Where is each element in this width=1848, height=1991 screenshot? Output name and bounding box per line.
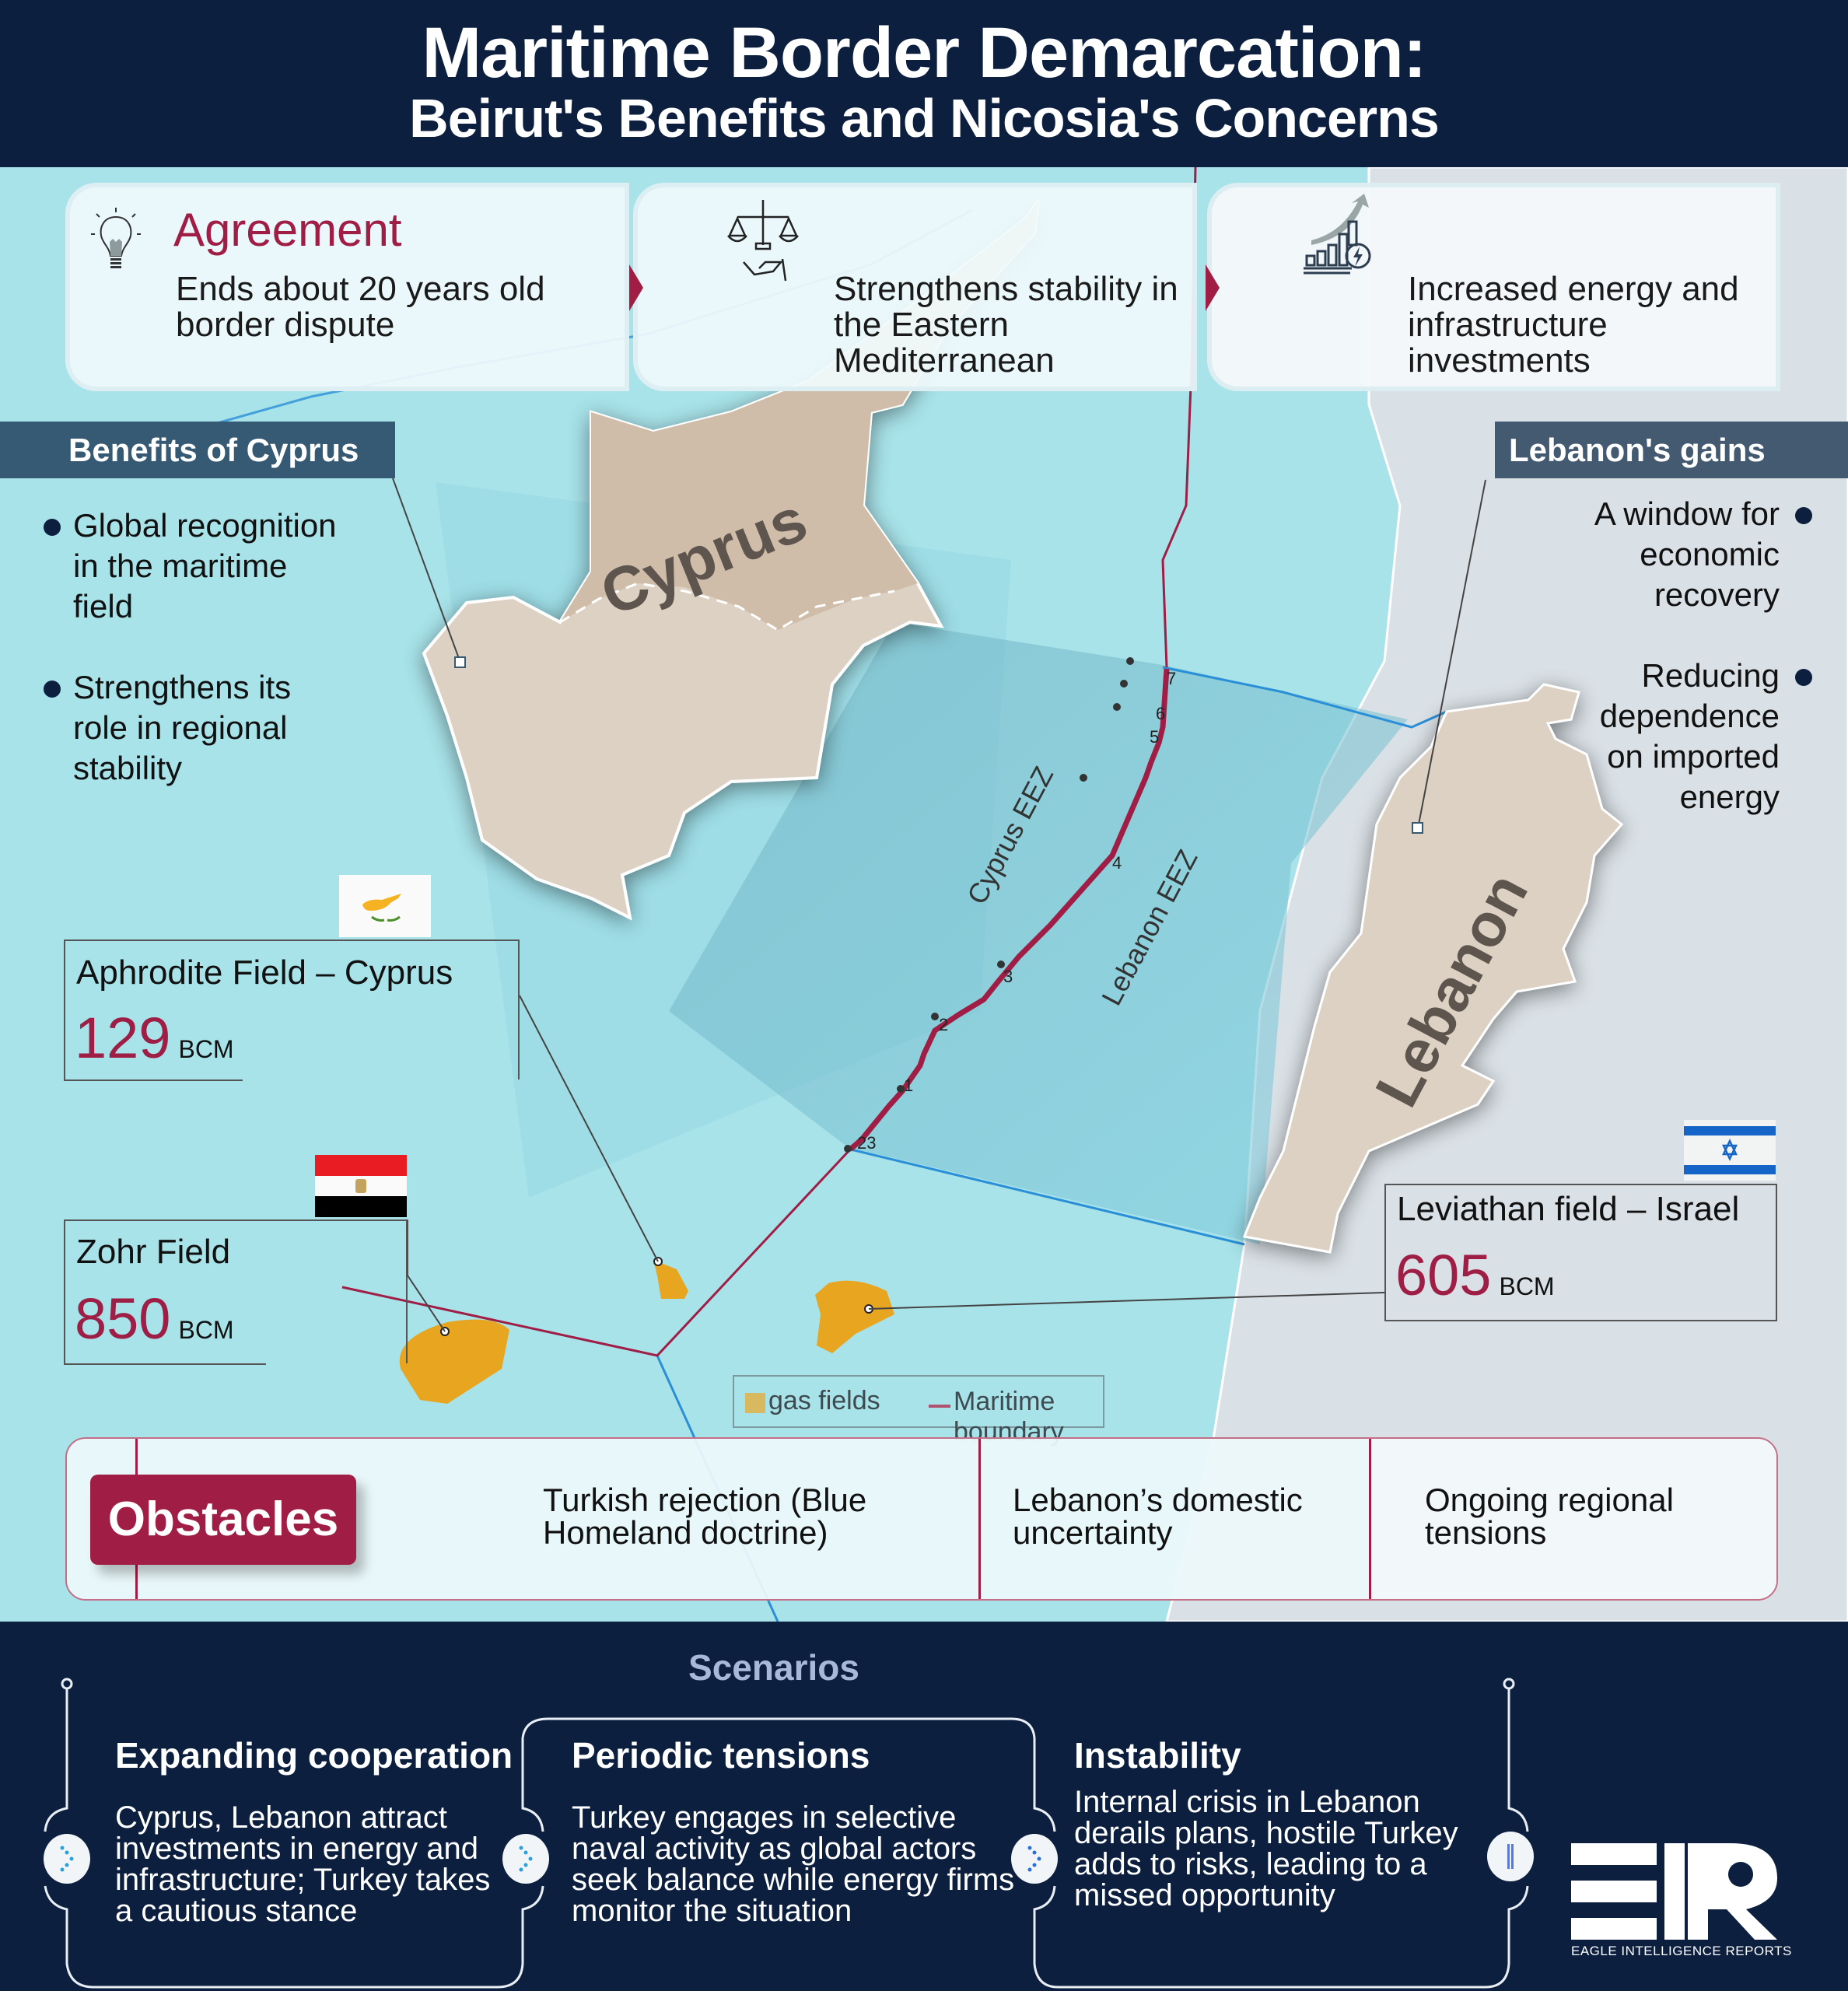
header: Maritime Border Demarcation: Beirut's Be… [0,0,1848,167]
list-item: Global recognition in the maritime field [44,506,339,627]
card-agreement: Agreement Ends about 20 years old border… [65,183,629,391]
card-text: Increased energy and infrastructure inve… [1408,270,1739,380]
bullet-icon [1795,507,1812,524]
chevron-right-icon [1206,264,1220,311]
chevron-node-icon [502,1834,549,1884]
boundary-point-4: 4 [1112,853,1122,873]
top-cards: Agreement Ends about 20 years old border… [65,183,1780,391]
brand-name: EAGLE INTELLIGENCE REPORTS [1571,1944,1792,1958]
cyprus-benefits-list: Global recognition in the maritime field… [44,506,339,829]
boundary-point-23: 23 [857,1133,877,1153]
scenarios-title: Scenarios [688,1647,859,1688]
brand-logo: EAGLE INTELLIGENCE REPORTS [1571,1828,1792,1964]
growth-chart-energy-icon [1304,194,1371,275]
chevron-node-icon [1011,1834,1058,1884]
eir-logo-icon [1571,1843,1777,1940]
legend-gas-fields: gas fields [768,1386,880,1415]
cyprus-flag [339,875,431,937]
boundary-point-3: 3 [1003,967,1013,986]
obstacle-item: Ongoing regional tensions [1425,1482,1674,1551]
cyprus-benefits-heading: Benefits of Cyprus [0,422,395,478]
card-investments: Increased energy and infrastructure inve… [1207,183,1780,391]
lebanon-gains-list: A window for economic recovery Reducing … [1478,494,1812,858]
list-item: Strengthens its role in regional stabili… [44,667,339,789]
scenario-text: Turkey engages in selective naval activi… [572,1800,1015,1928]
obstacles-label: Obstacles [90,1475,356,1565]
page-subtitle: Beirut's Benefits and Nicosia's Concerns [409,88,1440,149]
chevron-right-icon [629,264,643,311]
boundary-point-1: 1 [904,1076,914,1095]
card-text: Ends about 20 years old border dispute [176,270,545,344]
lebanon-gains-heading: Lebanon's gains [1495,422,1848,478]
list-item: A window for economic recovery [1478,494,1812,615]
lebanon-shape [1242,683,1624,1254]
scenarios-connector [44,1678,1529,1989]
israel-flag [1684,1120,1776,1181]
maritime-boundary-line [848,668,1170,1152]
boundary-point-6: 6 [1156,704,1166,723]
boundary-point-7: 7 [1167,669,1177,688]
obstacles-panel: Obstacles Turkish rejection (Blue Homela… [65,1437,1778,1601]
list-item: Reducing dependence on imported energy [1478,656,1812,817]
egypt-flag [315,1155,407,1217]
scenario-text: Internal crisis in Lebanon derails plans… [1074,1785,1458,1912]
obstacle-item: Lebanon’s domestic uncertainty [1013,1482,1303,1551]
scenario-title: Instability [1074,1735,1241,1776]
boundary-line-swatch-icon [929,1405,950,1408]
card-title: Agreement [173,204,402,256]
bullet-icon [1795,669,1812,686]
scenario-title: Periodic tensions [572,1735,870,1776]
scales-hand-icon [727,200,799,282]
card-text: Strengthens stability in the Eastern Med… [834,270,1178,380]
boundary-point-2: 2 [939,1015,949,1034]
bullet-icon [44,519,61,536]
field-name: Aphrodite Field – Cyprus [76,954,453,992]
field-name: Zohr Field [76,1233,231,1271]
gas-field-swatch-icon [745,1393,765,1413]
scenario-text: Cyprus, Lebanon attract investments in e… [115,1800,491,1928]
map-legend: gas fields Maritime boundary [733,1375,1104,1447]
page-title: Maritime Border Demarcation: [422,13,1427,93]
chevron-node-icon [44,1834,90,1884]
bullet-icon [44,681,61,698]
scenario-title: Expanding cooperation [115,1735,513,1776]
card-stability: Strengthens stability in the Eastern Med… [633,183,1197,391]
lightbulb-icon [91,208,141,268]
bars-node-icon [1487,1832,1534,1881]
lebanon-eez-zone [669,622,1408,1244]
boundary-point-5: 5 [1150,727,1160,747]
gas-fields [399,1260,894,1404]
scenarios-section: Scenarios Expanding cooperation Cyprus, … [0,1622,1848,1991]
obstacle-item: Turkish rejection (Blue Homeland doctrin… [543,1482,867,1551]
field-name: Leviathan field – Israel [1397,1190,1740,1228]
